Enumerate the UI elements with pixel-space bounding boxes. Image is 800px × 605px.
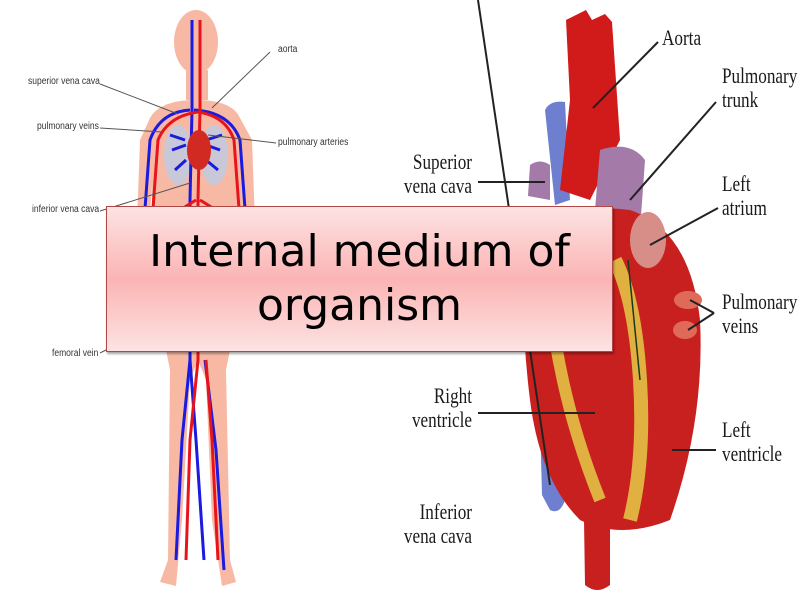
label-left-ventricle-text: Left ventricle [722,417,783,466]
label-right-ventricle: Right ventricle [394,384,472,432]
label-right-ventricle-text: Right ventricle [411,383,472,432]
label-superior-vena-cava: Superior vena cava [394,150,472,198]
slide-title: Internal medium of organism [149,226,570,331]
label-aorta-small: aorta [278,44,298,55]
label-inferior-vena-cava-small: inferior vena cava [32,204,100,215]
label-aorta: Aorta [662,25,702,50]
label-superior-vena-cava-small: superior vena cava [28,76,100,87]
label-left-atrium-text: Left atrium [722,171,767,220]
label-pulmonary-veins-small: pulmonary veins [37,121,99,132]
label-pulmonary-arteries-small: pulmonary arteries [278,137,349,148]
label-pulmonary-trunk-text: Pulmonary trunk [722,63,798,112]
label-superior-vena-cava-text: Superior vena cava [403,149,472,198]
label-pulmonary-veins-text: Pulmonary veins [722,289,798,338]
label-left-ventricle: Left ventricle [722,418,800,466]
label-inferior-vena-cava-text: Inferior vena cava [403,499,472,548]
label-pulmonary-trunk: Pulmonary trunk [722,64,800,112]
label-inferior-vena-cava: Inferior vena cava [394,500,472,548]
label-left-atrium: Left atrium [722,172,784,220]
title-box: Internal medium of organism [106,206,613,352]
label-femoral-vein-small: femoral vein [52,348,99,359]
label-pulmonary-veins: Pulmonary veins [722,290,800,338]
